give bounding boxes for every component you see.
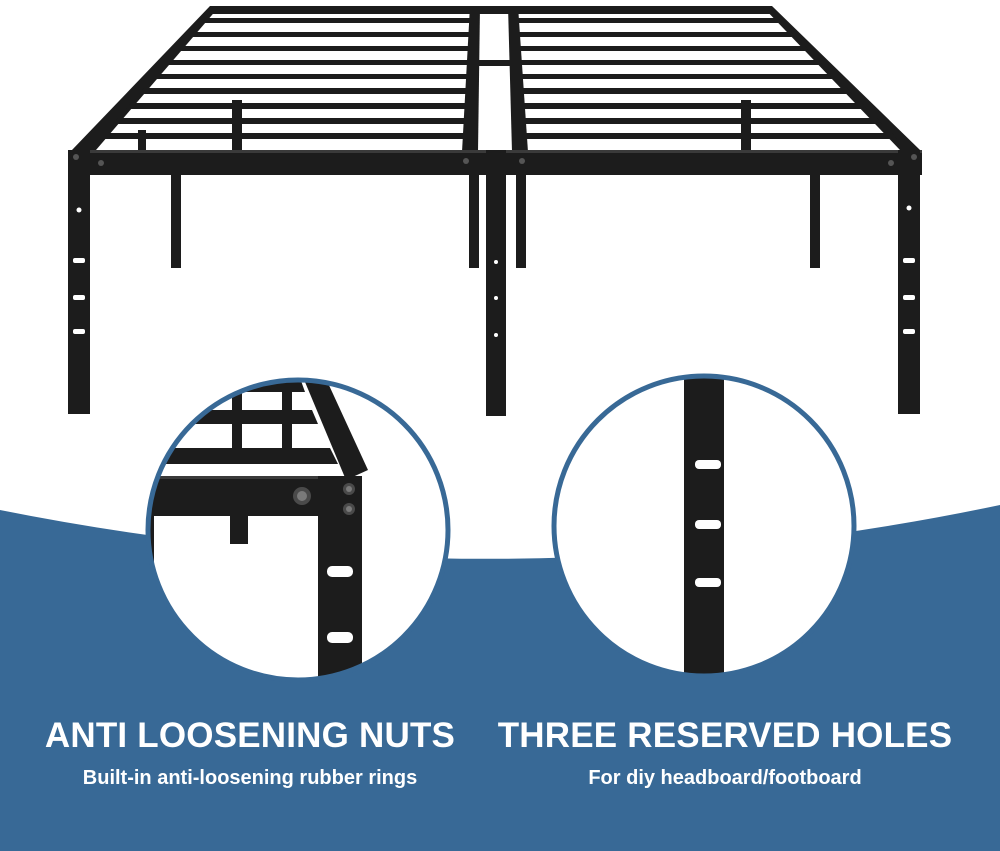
holes-closeup-circle <box>551 373 857 679</box>
feature-subtitle: Built-in anti-loosening rubber rings <box>82 767 418 789</box>
nuts-closeup-circle <box>145 377 451 683</box>
feature-subtitle: For diy headboard/footboard <box>588 767 862 789</box>
feature-title: THREE RESERVED HOLES <box>497 716 953 755</box>
feature-title: ANTI LOOSENING NUTS <box>44 716 456 755</box>
bed-frame-image <box>68 6 922 416</box>
feature-caption-holes: THREE RESERVED HOLES For diy headboard/f… <box>475 716 975 790</box>
feature-caption-nuts: ANTI LOOSENING NUTS Built-in anti-loosen… <box>0 716 500 790</box>
